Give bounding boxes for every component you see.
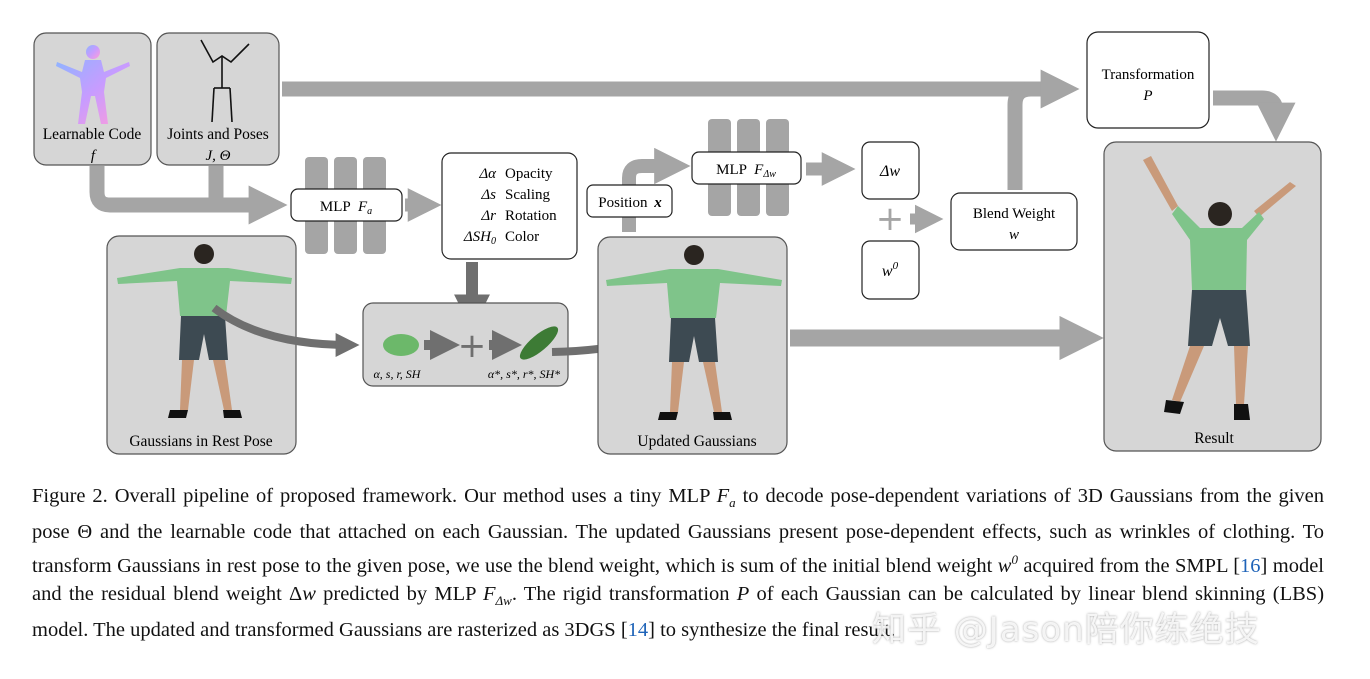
- svg-text:w0: w0: [882, 260, 899, 280]
- attribute-name-2: Rotation: [505, 208, 557, 224]
- position-box: Position x: [586, 184, 673, 218]
- body-template-icon: [56, 45, 130, 124]
- blend-weight-symbol: w: [1009, 227, 1019, 243]
- attribute-delta-3: ΔSH0: [463, 229, 496, 247]
- rest-gaussian-ellipse: [383, 334, 419, 356]
- rest-to-params-arrow: [211, 304, 360, 357]
- blend-to-transform-arrow: [1007, 81, 1032, 190]
- caption-part-4: ] model and the residual blend weight Δ: [32, 554, 1325, 606]
- transformation-label: Transformation: [1102, 67, 1195, 83]
- caption-part-3: acquired from the SMPL [: [1023, 554, 1241, 577]
- transform-to-result-arrow: [1213, 90, 1296, 142]
- caption-part-5: predicted by MLP: [323, 583, 476, 606]
- person-updated-figure: [606, 245, 782, 420]
- caption-math-w: w: [302, 583, 316, 606]
- position-symbol: x: [653, 195, 662, 211]
- attribute-name-3: Color: [505, 229, 539, 245]
- transformation-symbol: P: [1142, 88, 1152, 104]
- caption-math-fdw: FΔw: [482, 583, 512, 609]
- citation-16-link[interactable]: 16: [1240, 554, 1261, 577]
- zhihu-watermark: 知乎 @Jason陪你练绝技: [872, 610, 1260, 650]
- w0-box: w0: [861, 240, 920, 300]
- mlp-fa-box: MLP Fa: [290, 188, 403, 222]
- mlp-fdw-box: MLP FΔw: [691, 151, 802, 185]
- caption-math-w0: w0: [997, 551, 1018, 577]
- skeleton-icon: [200, 39, 250, 123]
- svg-text:MLP FΔw: MLP FΔw: [716, 162, 776, 180]
- svg-text:Position x: Position x: [598, 195, 662, 211]
- attribute-name-0: Opacity: [505, 166, 553, 182]
- deformed-gaussian-ellipse: [519, 326, 559, 360]
- blend-plus-sign: +: [876, 199, 905, 239]
- gaussian-params-panel: + α, s, r, SH α*, s*, r*, SH*: [362, 302, 569, 387]
- mlp-fa-symbol: F: [357, 199, 368, 215]
- result-label: Result: [1194, 430, 1234, 447]
- blend-weight-label: Blend Weight: [973, 206, 1056, 222]
- blend-weight-box: Blend Weight w: [950, 192, 1078, 251]
- rest-pose-label: Gaussians in Rest Pose: [129, 433, 272, 450]
- joints-poses-panel: Joints and Poses J, Θ: [156, 32, 280, 166]
- position-label: Position: [598, 195, 648, 211]
- caption-part-1: Figure 2. Overall pipeline of proposed f…: [32, 485, 710, 507]
- arrows: [89, 69, 1296, 361]
- gaussian-params-left: α, s, r, SH: [374, 367, 422, 381]
- delta-w-label: Δw: [879, 163, 900, 180]
- caption-part-8: ] to synthesize the final result.: [648, 618, 896, 641]
- person-t-pose-figure: [117, 244, 292, 418]
- w0-superscript: 0: [893, 260, 899, 272]
- joints-poses-label: Joints and Poses: [167, 126, 269, 143]
- citation-14-link[interactable]: 14: [627, 618, 649, 641]
- plus-sign: +: [458, 326, 487, 366]
- learnable-code-symbol: f: [91, 148, 97, 164]
- caption-math-p: P: [736, 583, 750, 606]
- learnable-code-label: Learnable Code: [43, 126, 142, 143]
- result-panel: Result: [1103, 141, 1322, 452]
- mlp-fdw-subscript: Δw: [762, 169, 776, 180]
- caption-math-fa: Fa: [716, 485, 736, 511]
- mlp-fa-label: MLP: [320, 199, 351, 215]
- mlp-fdw-label: MLP: [716, 162, 747, 178]
- attribute-delta-2: Δr: [480, 208, 496, 224]
- gaussian-params-right: α*, s*, r*, SH*: [488, 367, 560, 381]
- position-to-mlp-arrow: [622, 147, 691, 232]
- rest-pose-panel: Gaussians in Rest Pose: [106, 235, 297, 455]
- mlp-fa-subscript: a: [367, 206, 372, 217]
- attribute-name-1: Scaling: [505, 187, 550, 203]
- figure-caption: Figure 2. Overall pipeline of proposed f…: [32, 482, 1324, 644]
- svg-text:MLP Fa: MLP Fa: [320, 199, 372, 217]
- pipeline-diagram: Learnable Code f Joints and Poses J, Θ M…: [33, 31, 1322, 455]
- updated-gaussians-label: Updated Gaussians: [637, 433, 756, 450]
- caption-part-7: of each Gaussian can be calculated by li…: [32, 583, 1325, 641]
- attribute-delta-0: Δα: [478, 166, 497, 182]
- attribute-delta-1: Δs: [480, 187, 496, 203]
- caption-part-6: . The rigid transformation: [511, 583, 730, 606]
- w0-label: w: [882, 263, 893, 280]
- updated-gaussians-panel: Updated Gaussians: [597, 236, 788, 455]
- code-to-mlp-arrow: [89, 166, 288, 225]
- learnable-code-panel: Learnable Code f: [33, 32, 152, 166]
- delta-w-box: Δw: [861, 141, 920, 200]
- mlp-fdw-symbol: F: [753, 162, 764, 178]
- transformation-box: Transformation P: [1086, 31, 1210, 129]
- person-raised-arms-figure: [1143, 156, 1296, 420]
- joints-poses-symbol: J, Θ: [206, 148, 231, 164]
- caption-part-2: to decode pose-dependent variations of 3…: [32, 485, 1324, 577]
